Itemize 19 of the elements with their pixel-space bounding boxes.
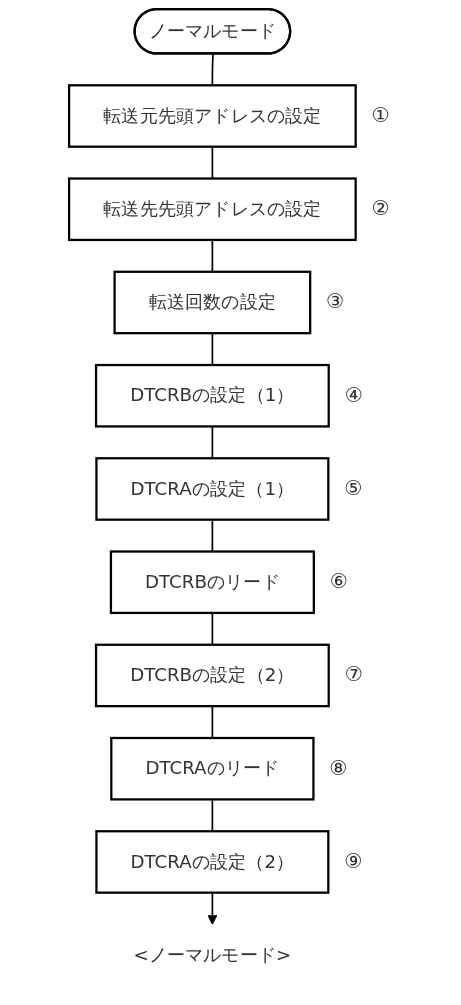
step-number: ①: [371, 103, 390, 127]
node-box: DTCRBのリード: [109, 550, 315, 615]
node-box: 転送元先頭アドレスの設定: [67, 84, 357, 148]
node-box: DTCRAのリード: [110, 736, 315, 801]
node-box: DTCRBの設定（1）: [94, 363, 330, 428]
node-box: 転送先先頭アドレスの設定: [67, 177, 357, 242]
node-box: DTCRAの設定（2）: [95, 830, 330, 894]
step-number: ⑥: [329, 569, 348, 594]
node-box: DTCRBの設定（2）: [94, 643, 330, 708]
step-number: ③: [326, 289, 345, 314]
step-number: ⑨: [344, 848, 363, 873]
step-number: ②: [371, 196, 390, 221]
node-box: DTCRAの設定（1）: [95, 457, 330, 521]
step-number: ④: [344, 382, 363, 407]
node-box: 転送回数の設定: [113, 270, 312, 335]
step-number: ⑤: [344, 475, 363, 500]
node-text: <ノーマルモード>: [133, 943, 292, 966]
step-number: ⑧: [329, 755, 348, 780]
step-number: ⑦: [344, 662, 363, 687]
